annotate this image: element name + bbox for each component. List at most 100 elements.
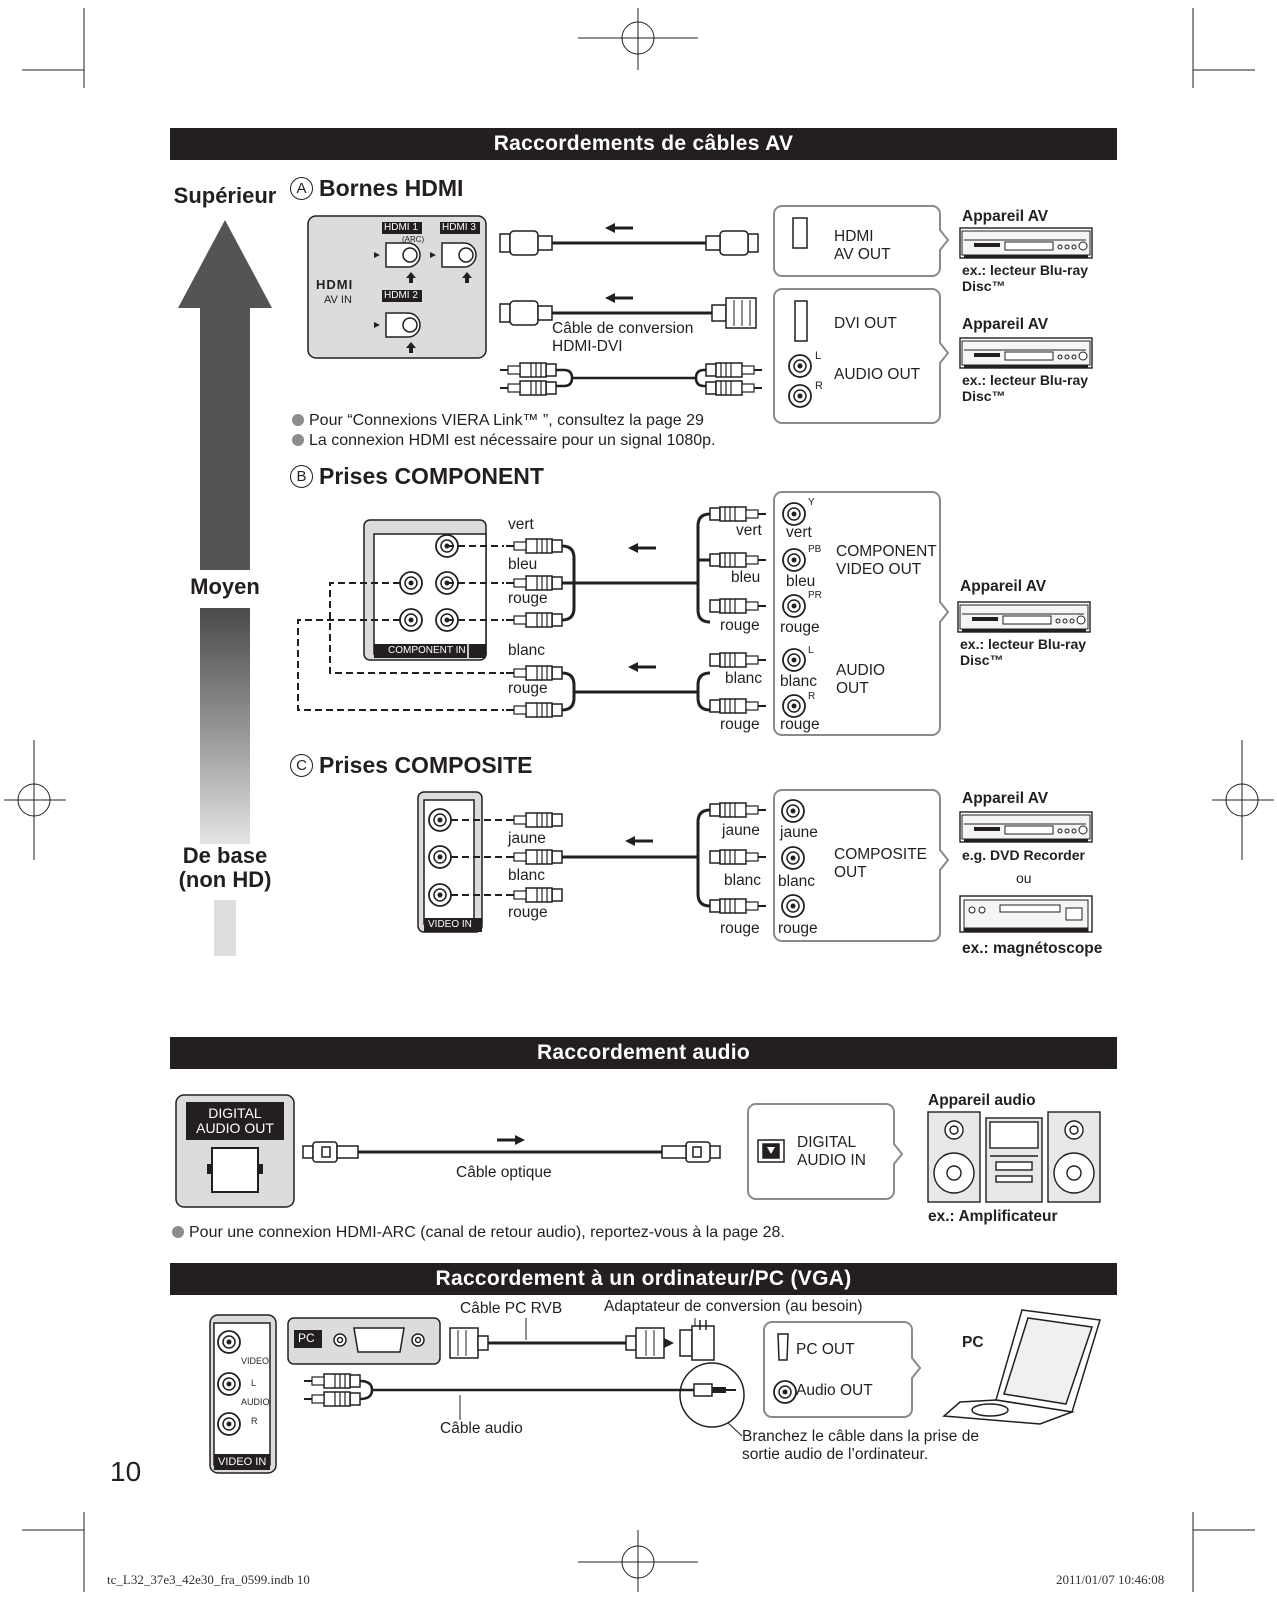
comp-jack-label-4: blanc (780, 673, 818, 690)
quality-scale-arrow (178, 220, 272, 956)
comp-plug-r5 (709, 698, 767, 714)
dvd-recorder (959, 811, 1093, 843)
component-arrows (628, 543, 656, 672)
cvbs-plug-l1 (505, 812, 563, 828)
conversion-cable-label-line2: HDMI-DVI (552, 337, 623, 355)
comp-dev-jack-pb (782, 548, 806, 572)
pc-out-port (777, 1333, 789, 1361)
composite-tv-label: VIDEO IN (428, 919, 472, 930)
cvbs-plug-r3 (709, 898, 767, 914)
composite-section-letter: C (290, 754, 313, 777)
hdmi-device2-caption-line1: ex.: lecteur Blu-ray (962, 372, 1089, 388)
comp-audio-out-line1: AUDIO (836, 662, 886, 679)
pc-out-label: PC OUT (796, 1341, 855, 1358)
crop-marks (4, 8, 1274, 1592)
cvbs-left-label-1: jaune (508, 830, 546, 847)
pc-port-label: PC (298, 1331, 315, 1345)
mini-jack-callout (679, 1362, 745, 1428)
pc-audio-out-label: Audio OUT (796, 1382, 873, 1399)
composite-out-line1: COMPOSITE (834, 846, 928, 863)
tv-av-in-label: AV IN (324, 294, 352, 306)
vga-arrow-pointer (664, 1338, 674, 1348)
pc-panel-r: R (251, 1416, 258, 1426)
hdmi-device-boxes (773, 205, 950, 424)
scale-label-bottom: De base (non HD) (168, 843, 282, 892)
dvi-out-label: DVI OUT (834, 315, 897, 332)
hdmi-audio-cable (556, 368, 706, 388)
hdmi-cable (499, 230, 759, 256)
cvbs-dev-jack-video (781, 799, 805, 823)
cvbs-device-or: ou (1016, 870, 1032, 886)
comp-jack-label-2: bleu (786, 573, 816, 590)
optical-in-jack (757, 1139, 785, 1163)
pc-audio-cable (359, 1379, 680, 1401)
hdmi-section-title: A Bornes HDMI (290, 175, 463, 202)
composite-dashed-lines (451, 819, 505, 896)
hdmi-device2-title: Appareil AV (962, 316, 1049, 333)
comp-mark-pr: PR (808, 590, 822, 601)
hdmi-audio-jack-l (788, 354, 812, 378)
tv-port-hdmi1: HDMI 1 (384, 222, 418, 233)
hdmi-device1-caption-line2: Disc™ (962, 278, 1006, 295)
cvbs-jack-label-3: rouge (778, 920, 818, 937)
hdmi-av-out-line2: AV OUT (834, 245, 891, 263)
composite-tv-jack-l (428, 845, 452, 869)
cvbs-left-label-3: rouge (508, 904, 548, 921)
comp-mark-r: R (808, 691, 816, 702)
comp-dev-jack-r (782, 694, 806, 718)
comp-left-label-2: bleu (508, 556, 538, 573)
conversion-cable-label-line1: Câble de conversion (552, 320, 694, 337)
pc-audio-cable-label: Câble audio (440, 1420, 523, 1437)
component-tv-panel (363, 519, 487, 661)
component-tv-jack-r (399, 608, 423, 632)
comp-mark-pb: PB (808, 544, 822, 555)
pc-audio-plug-1 (303, 1373, 361, 1389)
hdmi-device1-caption-line1: ex.: lecteur Blu-ray (962, 262, 1089, 278)
cvbs-jack-label-1: jaune (780, 824, 818, 841)
audio-note: Pour une connexion HDMI-ARC (canal de re… (172, 1224, 785, 1242)
comp-mark-y: Y (808, 497, 815, 508)
composite-tv-jack-video (428, 808, 452, 832)
comp-video-out-line1: COMPONENT (836, 543, 937, 560)
cvbs-plug-l3 (505, 887, 563, 903)
hdmi-device2-caption-line2: Disc™ (962, 388, 1006, 405)
comp-plug-r4 (709, 652, 767, 668)
digital-audio-in-label: DIGITAL AUDIO IN (797, 1134, 866, 1170)
component-device-box (773, 491, 950, 736)
cvbs-dev-jack-l (781, 846, 805, 870)
laptop (942, 1309, 1101, 1425)
hdmi-device1-title: Appareil AV (962, 208, 1049, 225)
cvbs-device-caption1: e.g. DVD Recorder (962, 847, 1085, 863)
pc-audio-note-line2: sortie audio de l’ordinateur. (742, 1445, 929, 1463)
comp-dev-jack-y (782, 502, 806, 526)
comp-device-caption-line1: ex.: lecteur Blu-ray (960, 636, 1087, 652)
jack-mark-l: L (815, 350, 822, 362)
comp-video-out-label: COMPONENT VIDEO OUT (836, 543, 937, 579)
comp-device-title: Appareil AV (960, 578, 1047, 595)
hdmi-note-2: La connexion HDMI est nécessaire pour un… (292, 432, 715, 450)
tv-port-hdmi3: HDMI 3 (442, 222, 476, 233)
hdmi-section-letter: A (290, 177, 313, 200)
cvbs-plug-label-3: rouge (720, 920, 760, 937)
pc-tv-jack-video (217, 1330, 241, 1354)
digital-audio-out-label: DIGITAL AUDIO OUT (186, 1106, 284, 1135)
comp-plug-label-1: vert (736, 522, 762, 539)
comp-plug-label-3: rouge (720, 617, 760, 634)
audio-arrow (497, 1135, 525, 1145)
digital-audio-in-line1: DIGITAL (797, 1134, 857, 1151)
cvbs-device-title: Appareil AV (962, 790, 1049, 807)
comp-audio-out-label: AUDIO OUT (836, 662, 885, 698)
pc-audio-out-jack (773, 1380, 797, 1404)
composite-cables (562, 808, 711, 908)
conversion-cable-label: Câble de conversion HDMI-DVI (552, 320, 693, 356)
audio-tv-panel (175, 1094, 295, 1208)
comp-plug-r3 (709, 598, 767, 614)
comp-plug-label-5: rouge (720, 716, 760, 733)
vga-cable (449, 1327, 665, 1359)
comp-plug-l5 (505, 702, 563, 718)
pc-panel-video: VIDEO (241, 1356, 270, 1366)
vcr (959, 895, 1093, 933)
pc-tv-jack-l (217, 1372, 241, 1396)
hdmi-rca-plug-3 (705, 362, 763, 378)
